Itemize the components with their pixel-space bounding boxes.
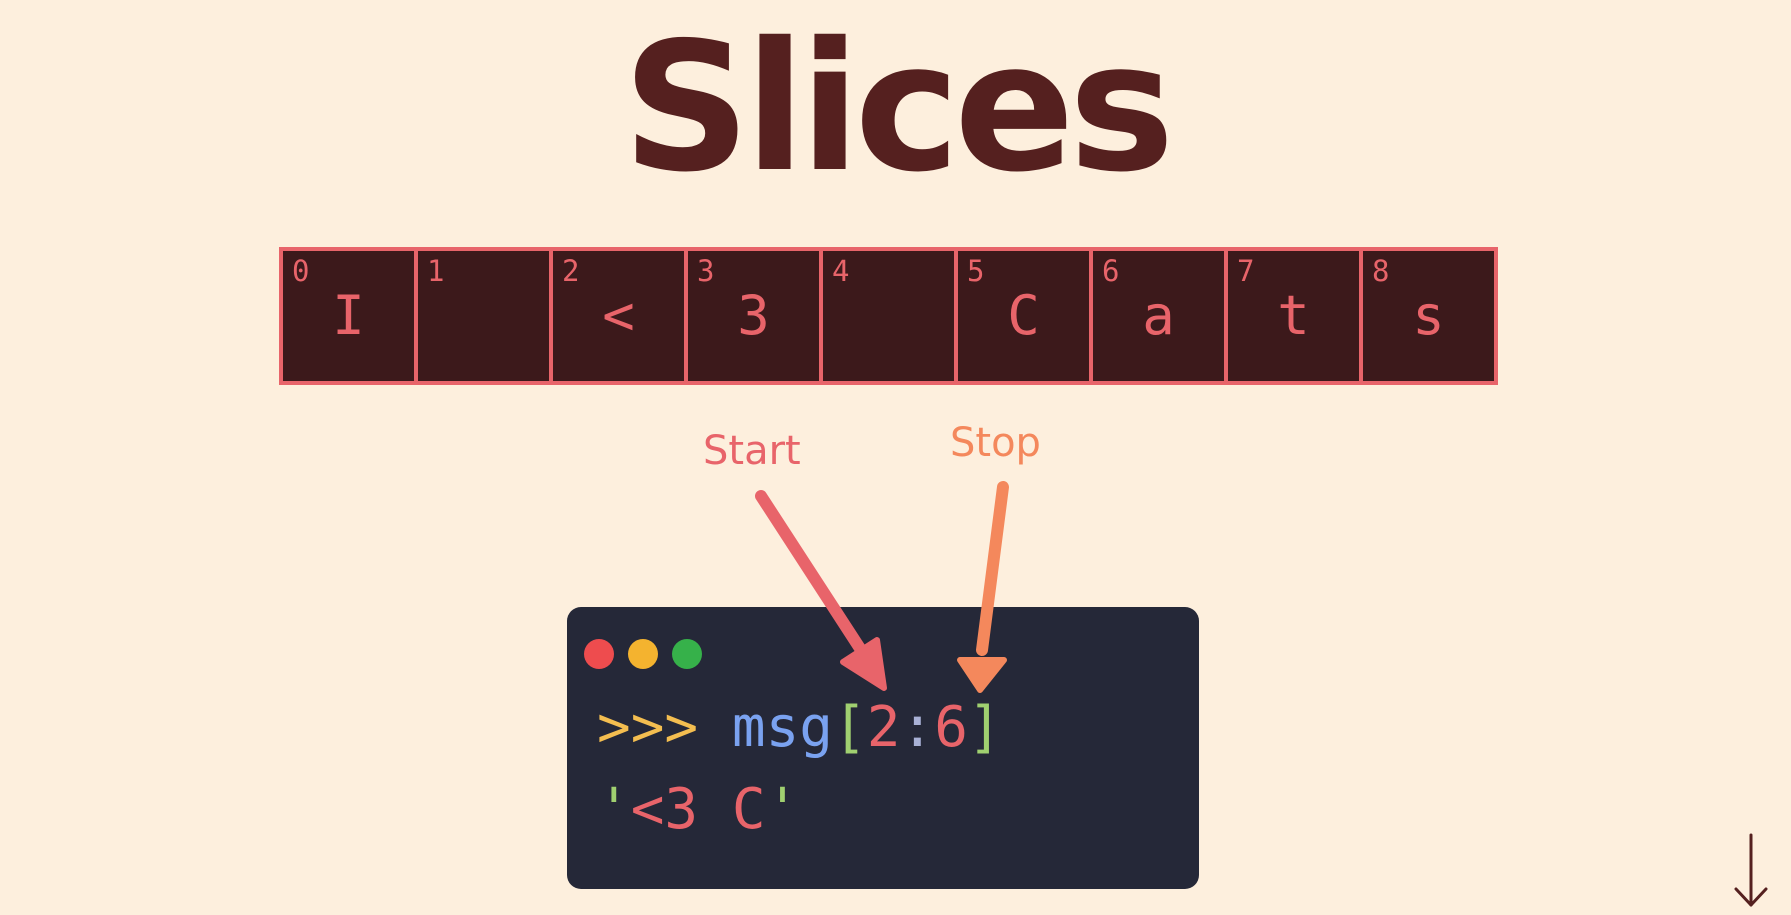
cell-index: 0	[292, 254, 310, 288]
cell-char: a	[1142, 284, 1175, 347]
cell-char: I	[332, 284, 365, 347]
terminal-window: >>> msg[2:6] '<3 C'	[567, 607, 1199, 889]
slice-start-value: 2	[866, 695, 901, 760]
string-cell: 8 s	[1363, 251, 1494, 381]
cell-char: C	[1007, 284, 1040, 347]
cell-index: 6	[1102, 254, 1120, 288]
cell-char: s	[1412, 284, 1445, 347]
cell-index: 2	[562, 254, 580, 288]
slice-stop-value: 6	[934, 695, 968, 760]
cell-index: 5	[967, 254, 985, 288]
start-label: Start	[703, 428, 801, 474]
code-input-line: >>> msg[2:6]	[597, 695, 1002, 760]
string-cells: 0 I 1 2 < 3 3 4 5 C 6 a 7 t 8 s	[279, 247, 1498, 385]
code-output-line: '<3 C'	[597, 777, 799, 842]
string-cell: 1	[418, 251, 549, 381]
open-bracket: [	[833, 695, 867, 760]
slice-colon: :	[900, 695, 935, 760]
string-cell: 3 3	[688, 251, 819, 381]
result-string: <3 C	[630, 777, 766, 842]
stop-label: Stop	[950, 420, 1041, 466]
cell-index: 1	[427, 254, 445, 288]
stop-arrow-icon	[957, 481, 1009, 693]
maximize-dot-icon	[672, 639, 702, 669]
cell-char: <	[602, 284, 635, 347]
variable-name: msg	[731, 695, 834, 760]
string-cell: 5 C	[958, 251, 1089, 381]
string-cell: 0 I	[283, 251, 414, 381]
close-dot-icon	[584, 639, 614, 669]
arrow-down-icon[interactable]	[1733, 833, 1769, 909]
cell-char: 3	[737, 284, 770, 347]
string-cell: 4	[823, 251, 954, 381]
result-quote-close: '	[765, 777, 800, 842]
cell-index: 3	[697, 254, 715, 288]
cell-index: 7	[1237, 254, 1255, 288]
string-cell: 2 <	[553, 251, 684, 381]
string-cell: 7 t	[1228, 251, 1359, 381]
cell-char: t	[1277, 284, 1310, 347]
start-arrow-icon	[755, 490, 887, 691]
string-cell: 6 a	[1093, 251, 1224, 381]
cell-index: 8	[1372, 254, 1390, 288]
repl-prompt: >>>	[597, 695, 699, 760]
result-quote-open: '	[597, 777, 631, 842]
close-bracket: ]	[967, 695, 1002, 760]
cell-index: 4	[832, 254, 850, 288]
minimize-dot-icon	[628, 639, 658, 669]
page-title: Slices	[622, 4, 1174, 211]
